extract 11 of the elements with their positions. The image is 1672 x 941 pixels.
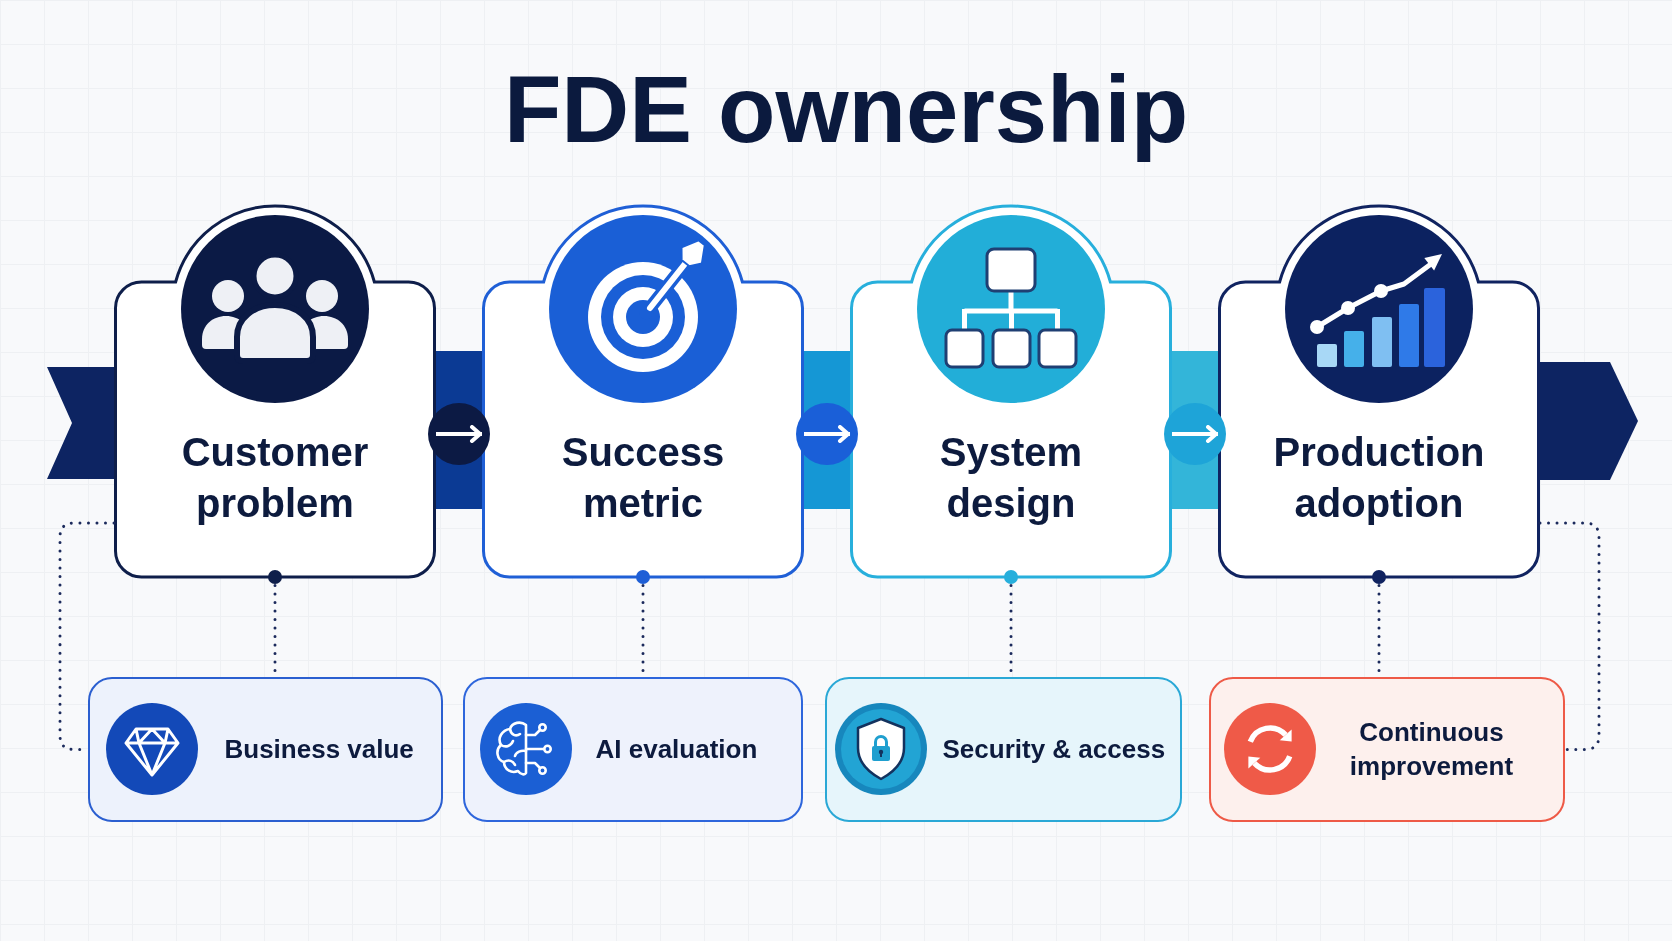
aspect-label: Security & access xyxy=(942,733,1167,766)
aspect-card xyxy=(825,677,1182,822)
dotted-line xyxy=(1538,521,1601,751)
aspect-label: Continuous improvement xyxy=(1348,716,1515,783)
dotted-line xyxy=(58,521,116,751)
aspect-card xyxy=(1209,677,1565,822)
aspect-card xyxy=(88,677,443,822)
title: FDE ownership xyxy=(503,58,1189,161)
aspect-label: Business value xyxy=(224,733,415,766)
aspect-label: AI evaluation xyxy=(595,733,759,766)
aspect-card xyxy=(463,677,803,822)
